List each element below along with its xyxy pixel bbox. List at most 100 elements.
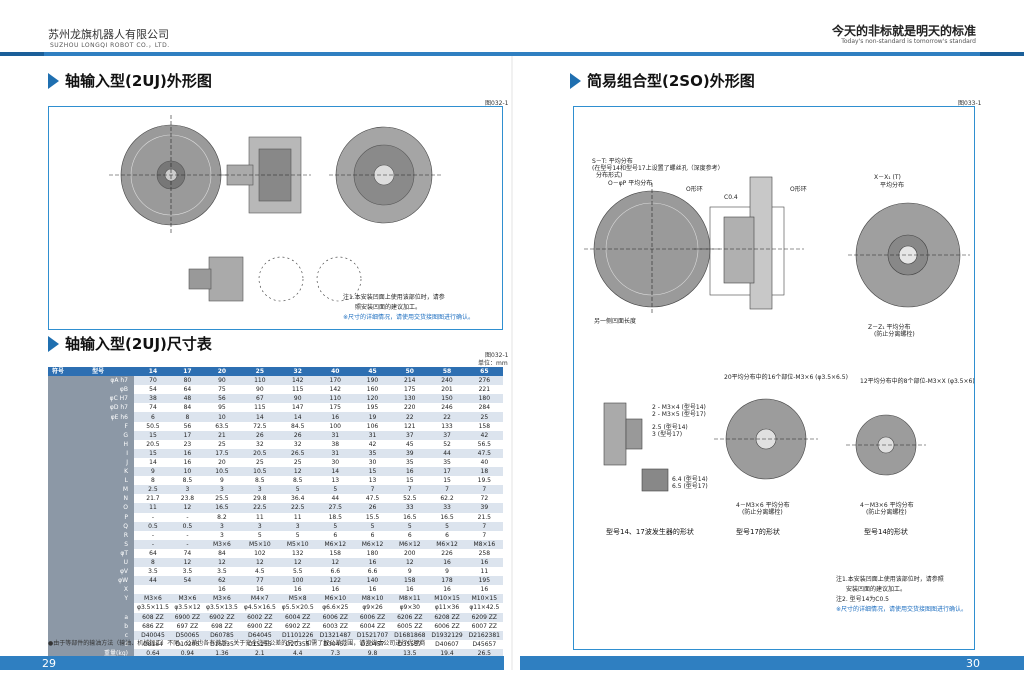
table-cell: -: [171, 539, 203, 549]
table-cell: 100: [316, 421, 354, 431]
table-cell: D15255: [240, 639, 279, 649]
company-name-en: SUZHOU LONGQI ROBOT CO.，LTD.: [50, 42, 170, 49]
table-cell: 150: [428, 394, 466, 404]
table-cell: -: [134, 539, 172, 549]
label-xx: X－X₁ (T): [874, 174, 901, 181]
table-cell: M6×12: [391, 539, 429, 549]
table-cell: φ5.5×20.5: [278, 603, 317, 613]
table-cell: 56: [171, 421, 203, 431]
table-cell: [171, 585, 203, 595]
table-cell: 132: [278, 548, 317, 558]
table-cell: 3: [202, 530, 241, 540]
table-cell: D64045: [240, 630, 279, 640]
table-cell: 26.5: [278, 448, 317, 458]
size-column-header: 45: [353, 367, 392, 377]
table-cell: 16: [391, 585, 429, 595]
table-cell: 121: [391, 421, 429, 431]
row-symbol: φB: [48, 385, 134, 395]
table-cell: 142: [316, 385, 354, 395]
table-cell: 6209 ZZ: [465, 612, 503, 622]
table-cell: D30457: [316, 639, 354, 649]
row-symbol: φE h6: [48, 412, 134, 422]
table-cell: 25: [465, 412, 503, 422]
row-symbol: c: [48, 630, 134, 640]
label-xx2: 平均分布: [880, 181, 904, 189]
table-cell: 14: [134, 457, 172, 468]
table-cell: 158: [391, 576, 429, 586]
table-cell: 158: [465, 421, 503, 431]
table-cell: 26: [278, 430, 317, 440]
row-symbol: a: [48, 612, 134, 622]
table-cell: 44: [316, 494, 354, 504]
note-1b: 安装凹面的建议加工。: [846, 586, 907, 593]
row-symbol: F: [48, 421, 134, 431]
table-cell: 15: [134, 448, 172, 458]
table-cell: 220: [391, 403, 429, 413]
section-title-text: 轴输入型(2UJ)外形图: [65, 72, 212, 90]
section-title-text: 简易组合型(2SO)外形图: [587, 72, 755, 90]
table-cell: 33: [428, 503, 466, 513]
table-cell: 5: [240, 530, 279, 540]
table-cell: 11: [465, 567, 503, 577]
table-cell: D40607: [428, 639, 466, 649]
table-cell: 20: [202, 457, 241, 468]
table-cell: 3.5: [171, 567, 203, 577]
label-m6b: 4－M3×6 平均分布: [860, 501, 914, 509]
table-cell: 35: [391, 457, 429, 468]
table-cell: φ11×42.5: [465, 603, 503, 613]
table-cell: 16: [316, 585, 354, 595]
row-symbol: O: [48, 503, 134, 513]
table-cell: 115: [240, 403, 279, 413]
table-cell: 7: [465, 485, 503, 495]
table-cell: 11: [240, 512, 279, 522]
table-cell: 0.5: [134, 521, 172, 531]
table-cell: D1101226: [278, 630, 317, 640]
table-cell: 5: [316, 521, 354, 531]
table-cell: D45657: [465, 639, 503, 649]
slogan-en: Today's non-standard is tomorrow's stand…: [841, 38, 976, 45]
size-column-header: 40: [316, 367, 354, 377]
row-symbol: φW: [48, 576, 134, 586]
table-cell: φ6.6×25: [316, 603, 354, 613]
table-cell: 16: [353, 557, 392, 568]
table-cell: 9.8: [353, 648, 392, 658]
table-cell: 240: [428, 376, 466, 386]
table-cell: 8.2: [202, 512, 241, 522]
table-cell: 20.5: [240, 448, 279, 458]
table-cell: 276: [465, 376, 503, 386]
table-cell: 16: [171, 457, 203, 468]
drawing-notes-2so: 注1.本安装凹面上使用该部位时，请参照 安装凹面的建议加工。 注2. 型号14为…: [836, 575, 967, 615]
table-cell: 21.7: [134, 494, 172, 504]
label-b65: 6.5 (型号17): [672, 482, 708, 490]
size-column-header: 58: [428, 367, 466, 377]
table-cell: 6900 ZZ: [240, 621, 279, 631]
drawing-note-3: ※尺寸的详细情况，请使用交货接图图进行确认。: [343, 314, 475, 321]
table-cell: -: [171, 530, 203, 540]
table-cell: φ9×26: [353, 603, 392, 613]
table-cell: 5: [353, 521, 392, 531]
table-cell: M5×10: [240, 539, 279, 549]
table-cell: M3×6: [134, 594, 172, 604]
table-cell: 22.5: [240, 503, 279, 513]
table-cell: 72: [465, 494, 503, 504]
table-cell: 15: [391, 476, 429, 486]
table-cell: 214: [391, 376, 429, 386]
table-cell: 2.1: [240, 648, 279, 658]
table-cell: 170: [316, 376, 354, 386]
table-cell: 140: [353, 576, 392, 586]
table-cell: 90: [278, 394, 317, 404]
corner-cell: 符号 型号: [48, 367, 134, 377]
section-title-text: 轴输入型(2UJ)尺寸表: [65, 335, 212, 353]
table-cell: M5×10: [278, 539, 317, 549]
